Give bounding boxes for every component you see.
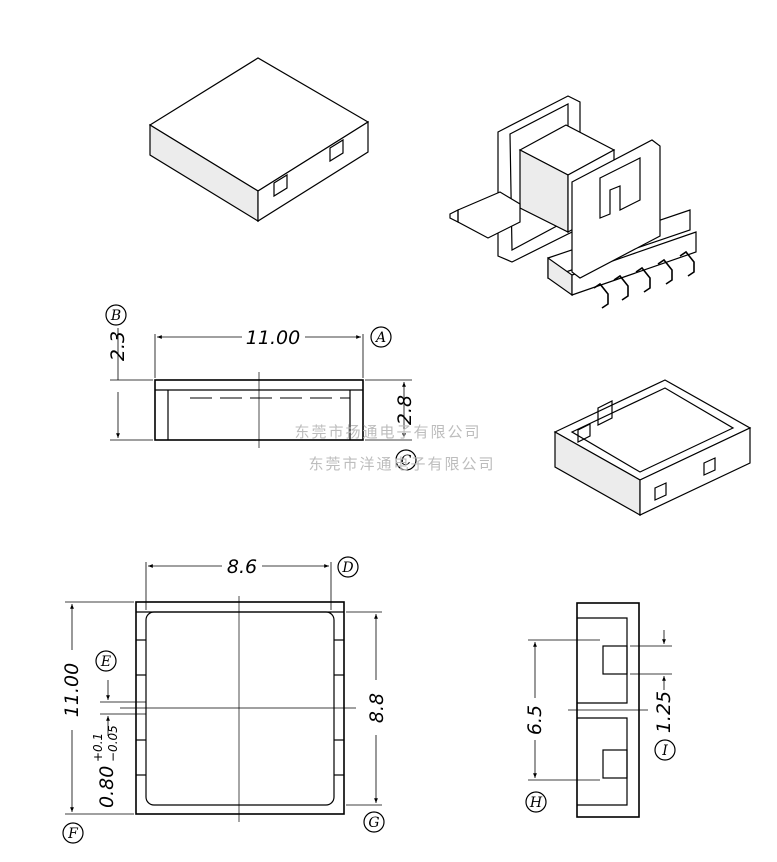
dim-top-height: 2.3 [107, 331, 129, 361]
front-view [110, 328, 412, 448]
dim-inner-height: 8.8 [366, 693, 388, 723]
bottom-view [65, 562, 382, 822]
callout-h-label: H [529, 795, 543, 811]
callout-c-label: C [401, 453, 412, 469]
callout-i-label: I [661, 743, 668, 759]
callout-b-label: B [110, 308, 121, 324]
callout-g: G [363, 811, 385, 833]
callout-f: F [62, 822, 84, 844]
callout-e: E [95, 650, 117, 672]
callout-a-label: A [374, 330, 386, 346]
watermark-line-2: 东莞市洋通电子有限公司 [308, 455, 495, 473]
callout-e-label: E [100, 654, 111, 670]
isometric-cap-view [148, 57, 370, 223]
dim-slot-size: 1.25 [653, 691, 675, 733]
callout-d: D [337, 556, 359, 578]
callout-f-label: F [67, 826, 79, 842]
watermark-line-1: 东莞市扬通电子有限公司 [294, 423, 481, 441]
callout-c: C [395, 449, 417, 471]
dim-tol-plus: +0.1 [91, 733, 105, 762]
callout-h: H [525, 791, 547, 813]
callout-g-label: G [368, 815, 379, 831]
callout-b: B [105, 304, 127, 326]
dim-slot-span: 6.5 [524, 705, 546, 735]
callout-d-label: D [341, 560, 353, 576]
dim-bottom-width: 8.6 [227, 556, 257, 578]
isometric-frame-view [553, 379, 752, 517]
dim-tol-minus: −0.05 [106, 725, 120, 762]
side-view [528, 602, 672, 818]
dim-top-width: 11.00 [246, 327, 300, 349]
dim-bottom-height: 11.00 [61, 663, 83, 717]
callout-a: A [370, 326, 392, 348]
isometric-bobbin-view [449, 95, 697, 309]
dim-side-height: 2.8 [394, 395, 416, 425]
dim-wall-value: 0.80 [96, 766, 118, 808]
callout-i: I [654, 739, 676, 761]
